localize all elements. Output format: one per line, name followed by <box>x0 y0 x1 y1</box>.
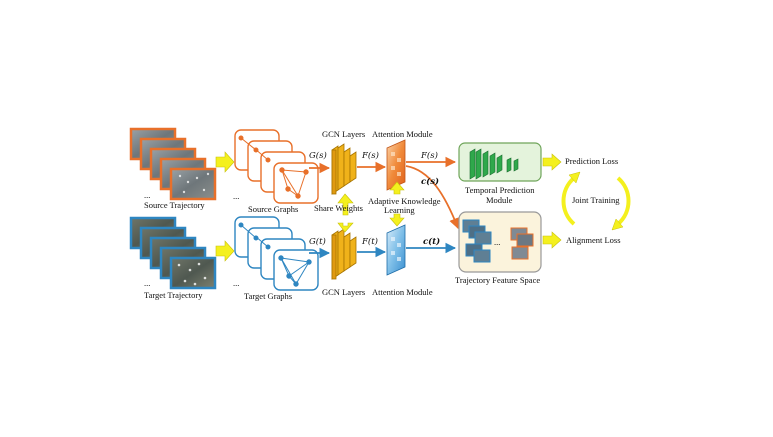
share-weights-arrow <box>337 193 354 233</box>
gcn-layers-top <box>331 143 357 195</box>
gcn-layers-bottom-label: GCN Layers <box>322 287 366 297</box>
target-graphs-stack <box>234 216 319 291</box>
adaptive-learning-label: Learning <box>384 205 415 215</box>
f-target-in-label: F(t) <box>362 237 378 247</box>
gcn-layers-bottom <box>331 228 357 280</box>
attention-module-bottom-label: Attention Module <box>372 287 433 297</box>
target-graphs-label: Target Graphs <box>244 291 293 301</box>
f-source-in-label: F(s) <box>362 151 379 161</box>
temporal-blocks <box>469 148 519 180</box>
dots-target-graphs: ... <box>233 278 240 288</box>
g-target-label: G(t) <box>309 237 326 247</box>
target-trajectory-label: Target Trajectory <box>144 290 203 300</box>
source-graph-nodes <box>238 135 309 199</box>
target-graph-nodes <box>238 222 312 287</box>
attention-module-top-label: Attention Module <box>372 129 433 139</box>
gcn-layers-top-label: GCN Layers <box>322 129 366 139</box>
yellow-arrow-prediction <box>542 153 562 171</box>
target-trajectory-stack <box>129 216 217 290</box>
adaptive-knowledge-label: Adaptive Knowledge <box>368 196 441 206</box>
adaptive-arrow-up <box>389 181 405 195</box>
c-source-label: c(s) <box>421 177 440 187</box>
source-trajectory-label: Source Trajectory <box>144 200 205 210</box>
dots-feature-space: ... <box>494 237 501 247</box>
attention-module-bottom <box>386 224 406 276</box>
source-trajectory-stack <box>129 127 217 201</box>
attention-module-top <box>386 139 406 191</box>
yellow-arrow-alignment <box>542 231 562 249</box>
source-graphs-stack <box>234 129 319 204</box>
joint-training-label: Joint Training <box>572 195 620 205</box>
dots-target-trajectory: ... <box>144 278 151 288</box>
temporal-prediction-label: Temporal Prediction <box>465 185 535 195</box>
joint-training-arrow-tips <box>568 171 624 231</box>
dots-source-trajectory: ... <box>144 190 151 200</box>
feature-space-label: Trajectory Feature Space <box>455 275 541 285</box>
temporal-module-label: Module <box>486 195 513 205</box>
alignment-loss-label: Alignment Loss <box>566 235 621 245</box>
g-source-label: G(s) <box>309 151 327 161</box>
arrow-cs-to-feature <box>405 165 460 230</box>
f-source-out-label: F(s) <box>421 151 438 161</box>
dots-source-graphs: ... <box>233 191 240 201</box>
joint-training-arrows <box>561 176 631 226</box>
feature-images-left <box>462 219 492 263</box>
prediction-loss-label: Prediction Loss <box>565 156 619 166</box>
yellow-arrow-tgt-traj <box>215 240 235 262</box>
c-target-label: c(t) <box>423 237 441 247</box>
feature-images-right <box>510 227 534 260</box>
share-weights-label: Share Weights <box>314 203 363 213</box>
adaptive-arrow-down <box>389 213 405 227</box>
yellow-arrow-src-traj <box>215 151 235 173</box>
source-graphs-label: Source Graphs <box>248 204 299 214</box>
